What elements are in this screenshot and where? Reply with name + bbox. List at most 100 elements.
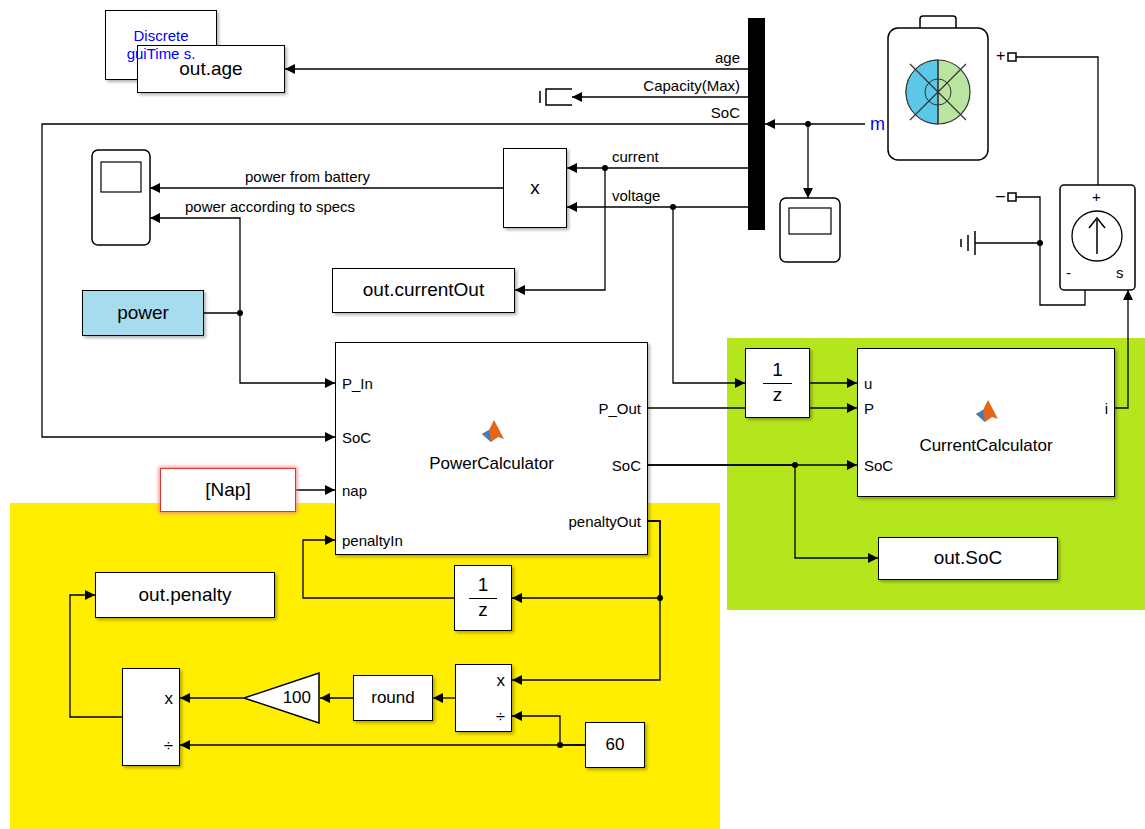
- branch-dot: [805, 121, 811, 127]
- signal-wire: [567, 167, 748, 168]
- signal-name: age: [715, 49, 740, 67]
- signal-wire: [150, 187, 503, 188]
- current-source: [1060, 185, 1135, 290]
- signal-line: [296, 489, 335, 490]
- signal-line: [180, 744, 585, 745]
- battery-symbol: [906, 60, 970, 124]
- signal-name: current: [612, 148, 659, 166]
- branch-dot: [670, 204, 676, 210]
- signal-line: [204, 313, 335, 383]
- branch-dot: [602, 165, 608, 171]
- terminal-sign: +: [1092, 188, 1101, 206]
- terminal-sign: +: [996, 47, 1005, 65]
- signal-wire: [285, 68, 748, 69]
- outport-block: out.SoC: [878, 537, 1058, 580]
- port-label: nap: [342, 482, 367, 500]
- terminal-sign: –: [996, 187, 1005, 205]
- block-label: round: [371, 688, 414, 708]
- matlab-icon-shape: [482, 430, 491, 442]
- gain-block: 100: [243, 672, 320, 724]
- matlab-function-block: P_InSoC nap penaltyIn PowerCalculator P_OutS…: [335, 342, 648, 555]
- product-block: x÷: [455, 664, 512, 732]
- from-tag-block: [Nap]: [160, 468, 296, 512]
- block-label: 60: [606, 735, 625, 755]
- signal-name: voltage: [612, 187, 660, 205]
- block-label: CurrentCalculator: [858, 437, 1114, 455]
- block-label: 1: [469, 574, 498, 599]
- signal-wire: [1016, 57, 1098, 185]
- signal-wire: [1016, 197, 1085, 305]
- matlab-function-block: uP SoC CurrentCalculator i: [857, 348, 1115, 497]
- signal-line: [512, 716, 585, 745]
- unit-delay-block: 1z: [454, 565, 512, 631]
- port-label: ÷: [164, 737, 173, 755]
- block-label: out.penalty: [139, 584, 232, 607]
- port-label: i: [1105, 400, 1108, 418]
- block-label: out.SoC: [934, 547, 1003, 570]
- terminal-sign: -: [1066, 264, 1071, 282]
- matlab-icon-shape: [976, 410, 985, 422]
- current-source-symbol: [1072, 211, 1122, 261]
- port-label: ÷: [496, 708, 505, 726]
- terminator: [540, 89, 572, 105]
- scope-block: [780, 198, 840, 262]
- signal-line: [648, 465, 878, 558]
- constant-block: power: [82, 290, 204, 336]
- signal-line: [320, 697, 353, 698]
- signal-wire: [572, 96, 748, 97]
- current-source-arrow: [1089, 218, 1105, 254]
- signal-wire: [673, 207, 745, 383]
- port-name: s: [1116, 264, 1124, 282]
- constant-block: 60: [585, 722, 645, 768]
- block-label: out.currentOut: [363, 279, 484, 302]
- block-label: x: [530, 177, 540, 200]
- signal-wire: [807, 124, 808, 198]
- bus-selector: [748, 18, 765, 230]
- port-name: m: [870, 115, 885, 133]
- matlab-icon: [481, 419, 505, 443]
- matlab-icon-shape: [482, 420, 504, 442]
- signal-line: [433, 697, 455, 698]
- port-label: penaltyIn: [342, 532, 403, 550]
- port-label: x: [165, 690, 174, 708]
- gain-triangle: [244, 673, 319, 723]
- green-area: [727, 338, 1145, 610]
- ground-symbol: [961, 231, 975, 255]
- battery-port: [1008, 193, 1016, 201]
- block-label: [Nap]: [205, 479, 250, 502]
- scope-block: [92, 150, 150, 245]
- product-block: x: [503, 148, 567, 228]
- battery-symbol: [906, 60, 938, 124]
- port-label: SoC: [612, 457, 641, 475]
- port-label: P_Out: [598, 400, 641, 418]
- unit-delay-block: 1z: [745, 348, 810, 418]
- signal-name: power according to specs: [185, 198, 355, 216]
- battery-symbol: [910, 60, 966, 124]
- signal-name: power from battery: [245, 168, 370, 186]
- signal-wire: [1115, 290, 1128, 408]
- block-label: z: [478, 599, 488, 622]
- outport-block: out.currentOut: [332, 268, 515, 313]
- signal-wire: [975, 242, 1040, 243]
- battery-body: [888, 28, 988, 160]
- block-label: 1: [763, 359, 792, 384]
- signal-name: Capacity(Max): [643, 77, 740, 95]
- port-label: SoC: [864, 457, 893, 475]
- branch-dot: [1037, 240, 1043, 246]
- matlab-icon: [975, 399, 999, 423]
- matlab-icon-shape: [976, 400, 998, 422]
- block-label: power: [117, 302, 169, 325]
- battery-port: [1008, 53, 1016, 61]
- port-label: P: [864, 400, 874, 418]
- signal-wire: [567, 206, 748, 207]
- port-label: SoC: [342, 429, 371, 447]
- port-label: u: [864, 375, 872, 393]
- block-label: z: [773, 384, 783, 407]
- block-label: 100: [283, 688, 311, 708]
- port-label: x: [497, 672, 506, 690]
- rounding-block: round: [353, 675, 433, 721]
- block-label: PowerCalculator: [336, 455, 647, 473]
- product-block: x÷: [122, 668, 180, 766]
- scope-screen: [101, 162, 141, 192]
- port-label: P_In: [342, 375, 373, 393]
